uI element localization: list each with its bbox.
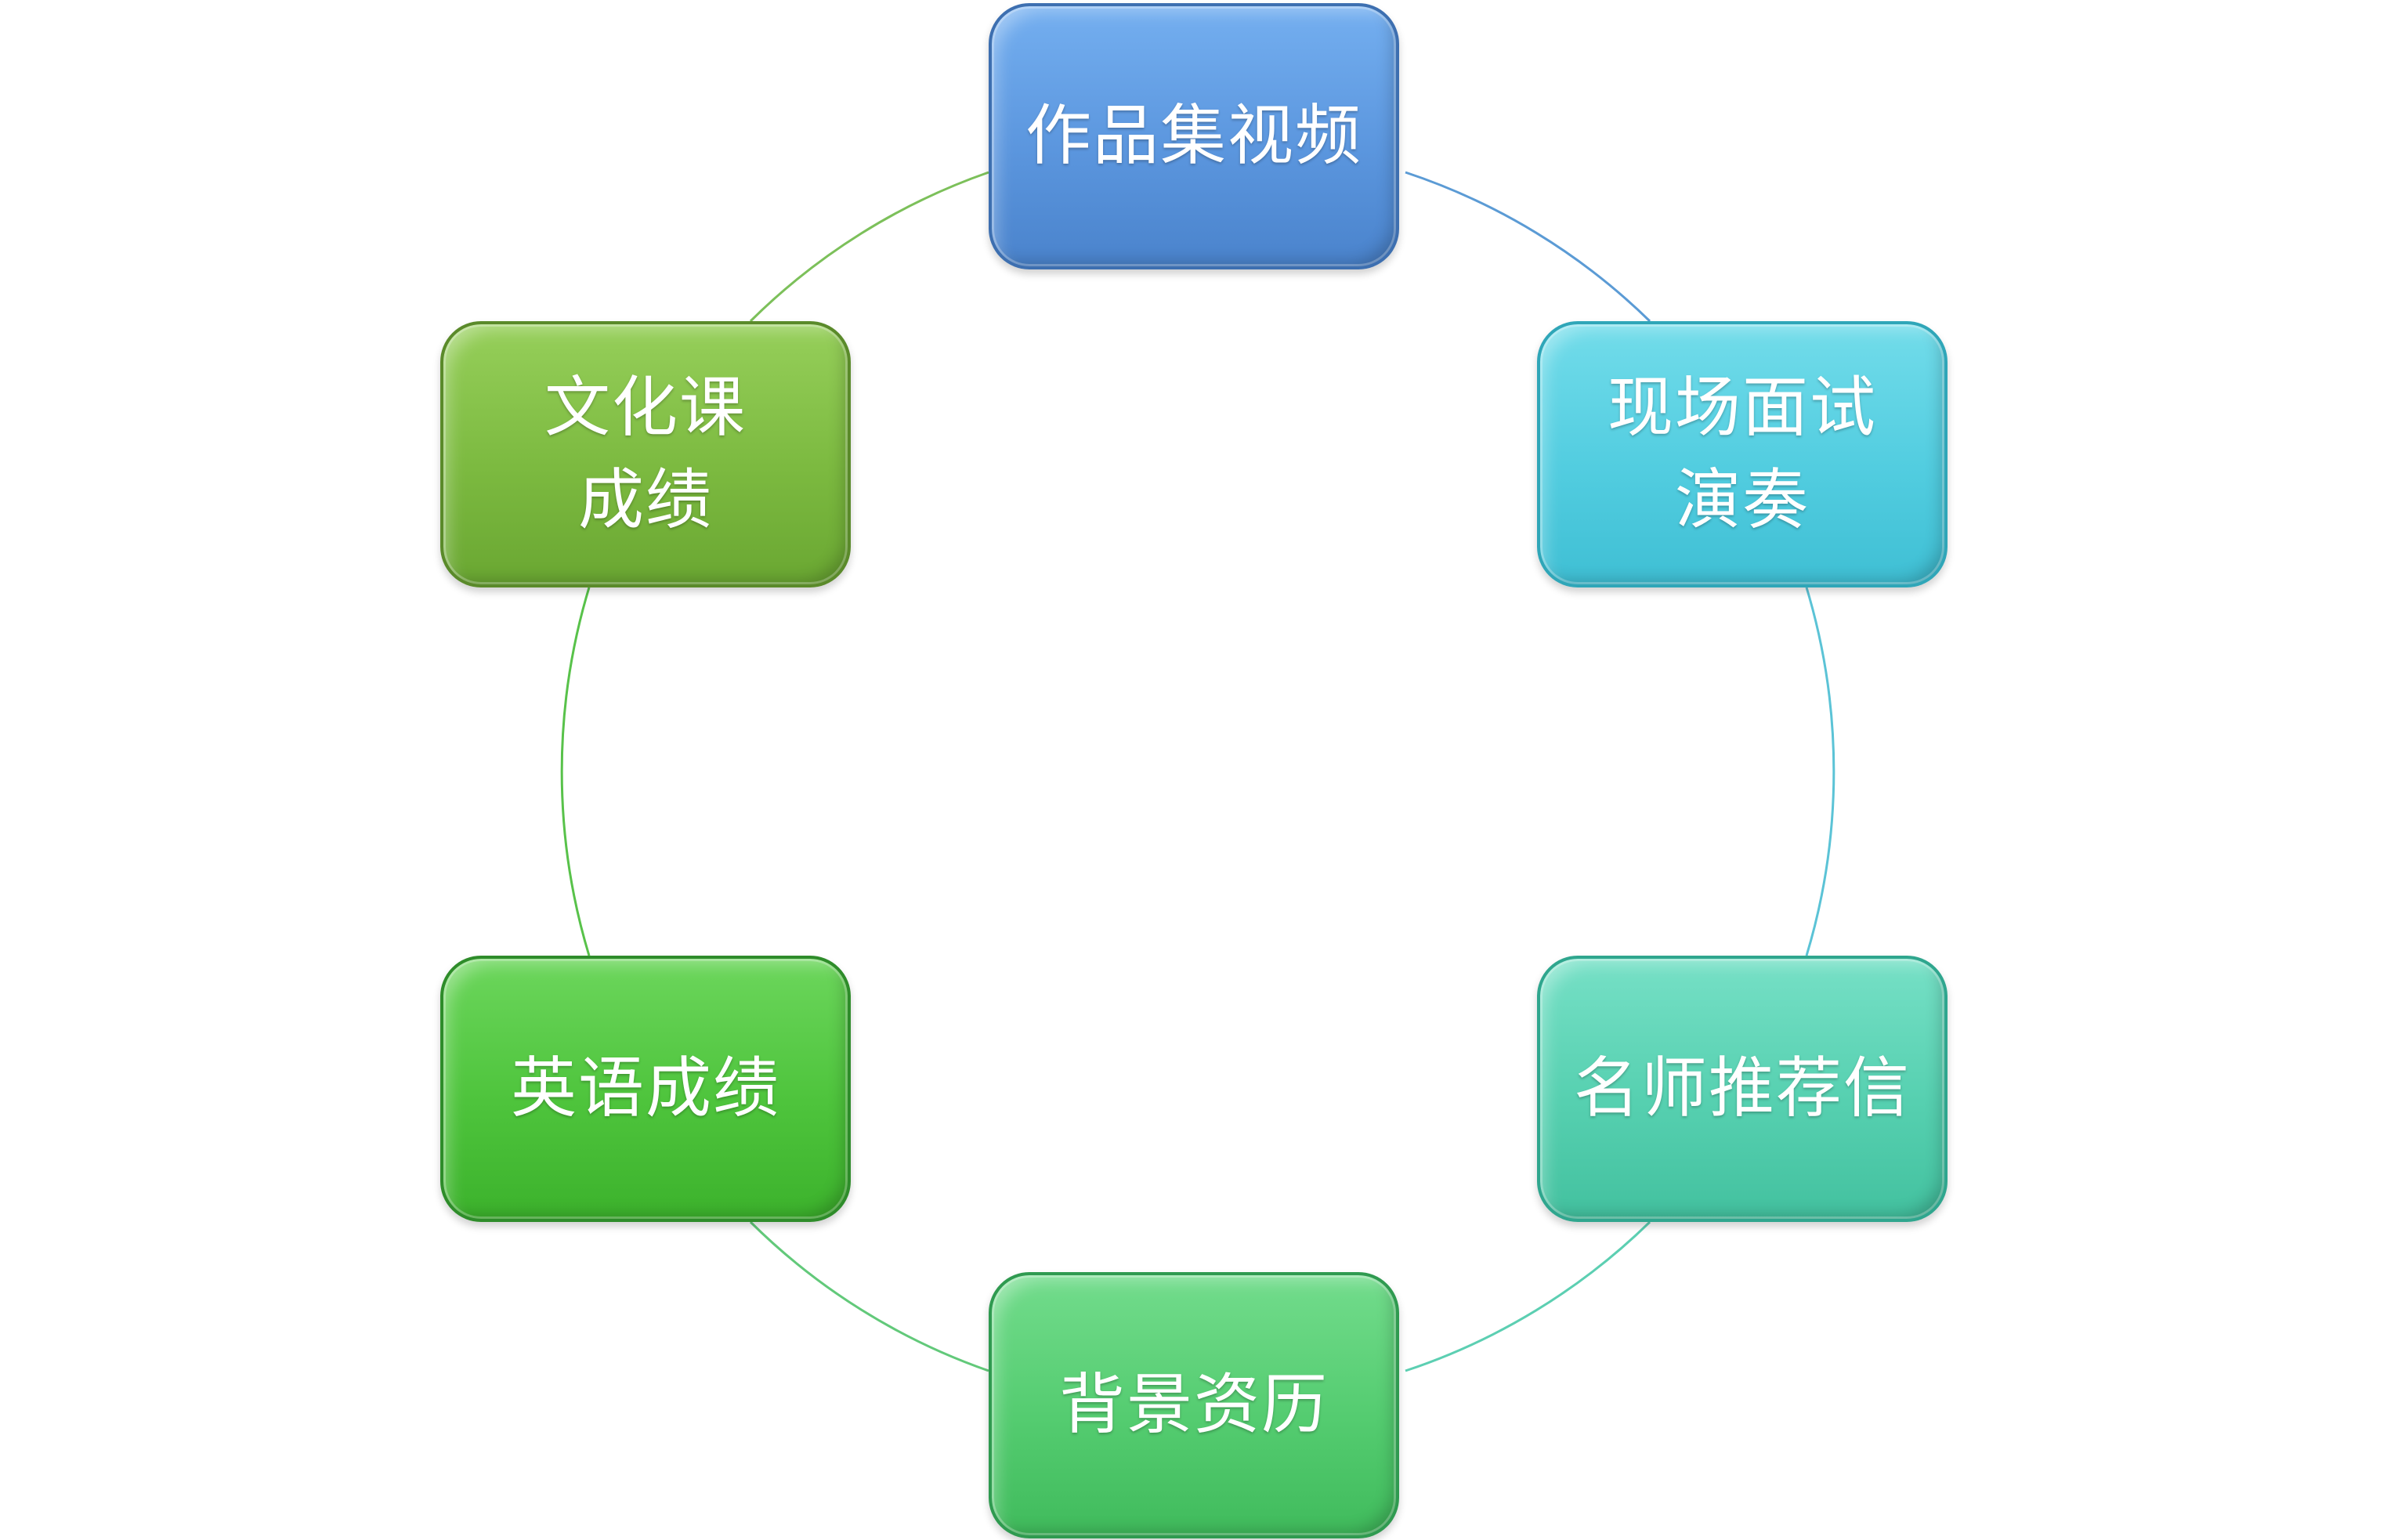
node-label-line: 演奏: [1674, 461, 1810, 538]
node-label-line: 文化课: [544, 369, 747, 446]
node-label-line: 背景资历: [1058, 1366, 1329, 1444]
node-background[interactable]: 背景资历: [989, 1272, 1399, 1538]
node-label-line: 成绩: [577, 461, 713, 538]
node-english-score[interactable]: 英语成绩: [440, 956, 851, 1222]
node-label-line: 现场面试: [1607, 369, 1877, 446]
node-label-line: 名师推荐信: [1573, 1050, 1911, 1127]
connector-top-to-tr: [1405, 171, 1651, 323]
connector-tl-to-top: [749, 171, 989, 323]
node-label-line: 英语成绩: [510, 1050, 780, 1127]
node-label-line: 作品集视频: [1025, 97, 1362, 175]
node-live-audition[interactable]: 现场面试 演奏: [1537, 321, 1948, 587]
connector-tr-to-br: [1805, 587, 1835, 956]
connector-br-to-bottom: [1405, 1220, 1651, 1372]
node-academic-score[interactable]: 文化课 成绩: [440, 321, 851, 587]
node-portfolio-video[interactable]: 作品集视频: [989, 3, 1399, 269]
node-recommendation-letter[interactable]: 名师推荐信: [1537, 956, 1948, 1222]
connector-bl-to-tl: [560, 587, 591, 956]
connector-bottom-to-bl: [749, 1220, 989, 1372]
